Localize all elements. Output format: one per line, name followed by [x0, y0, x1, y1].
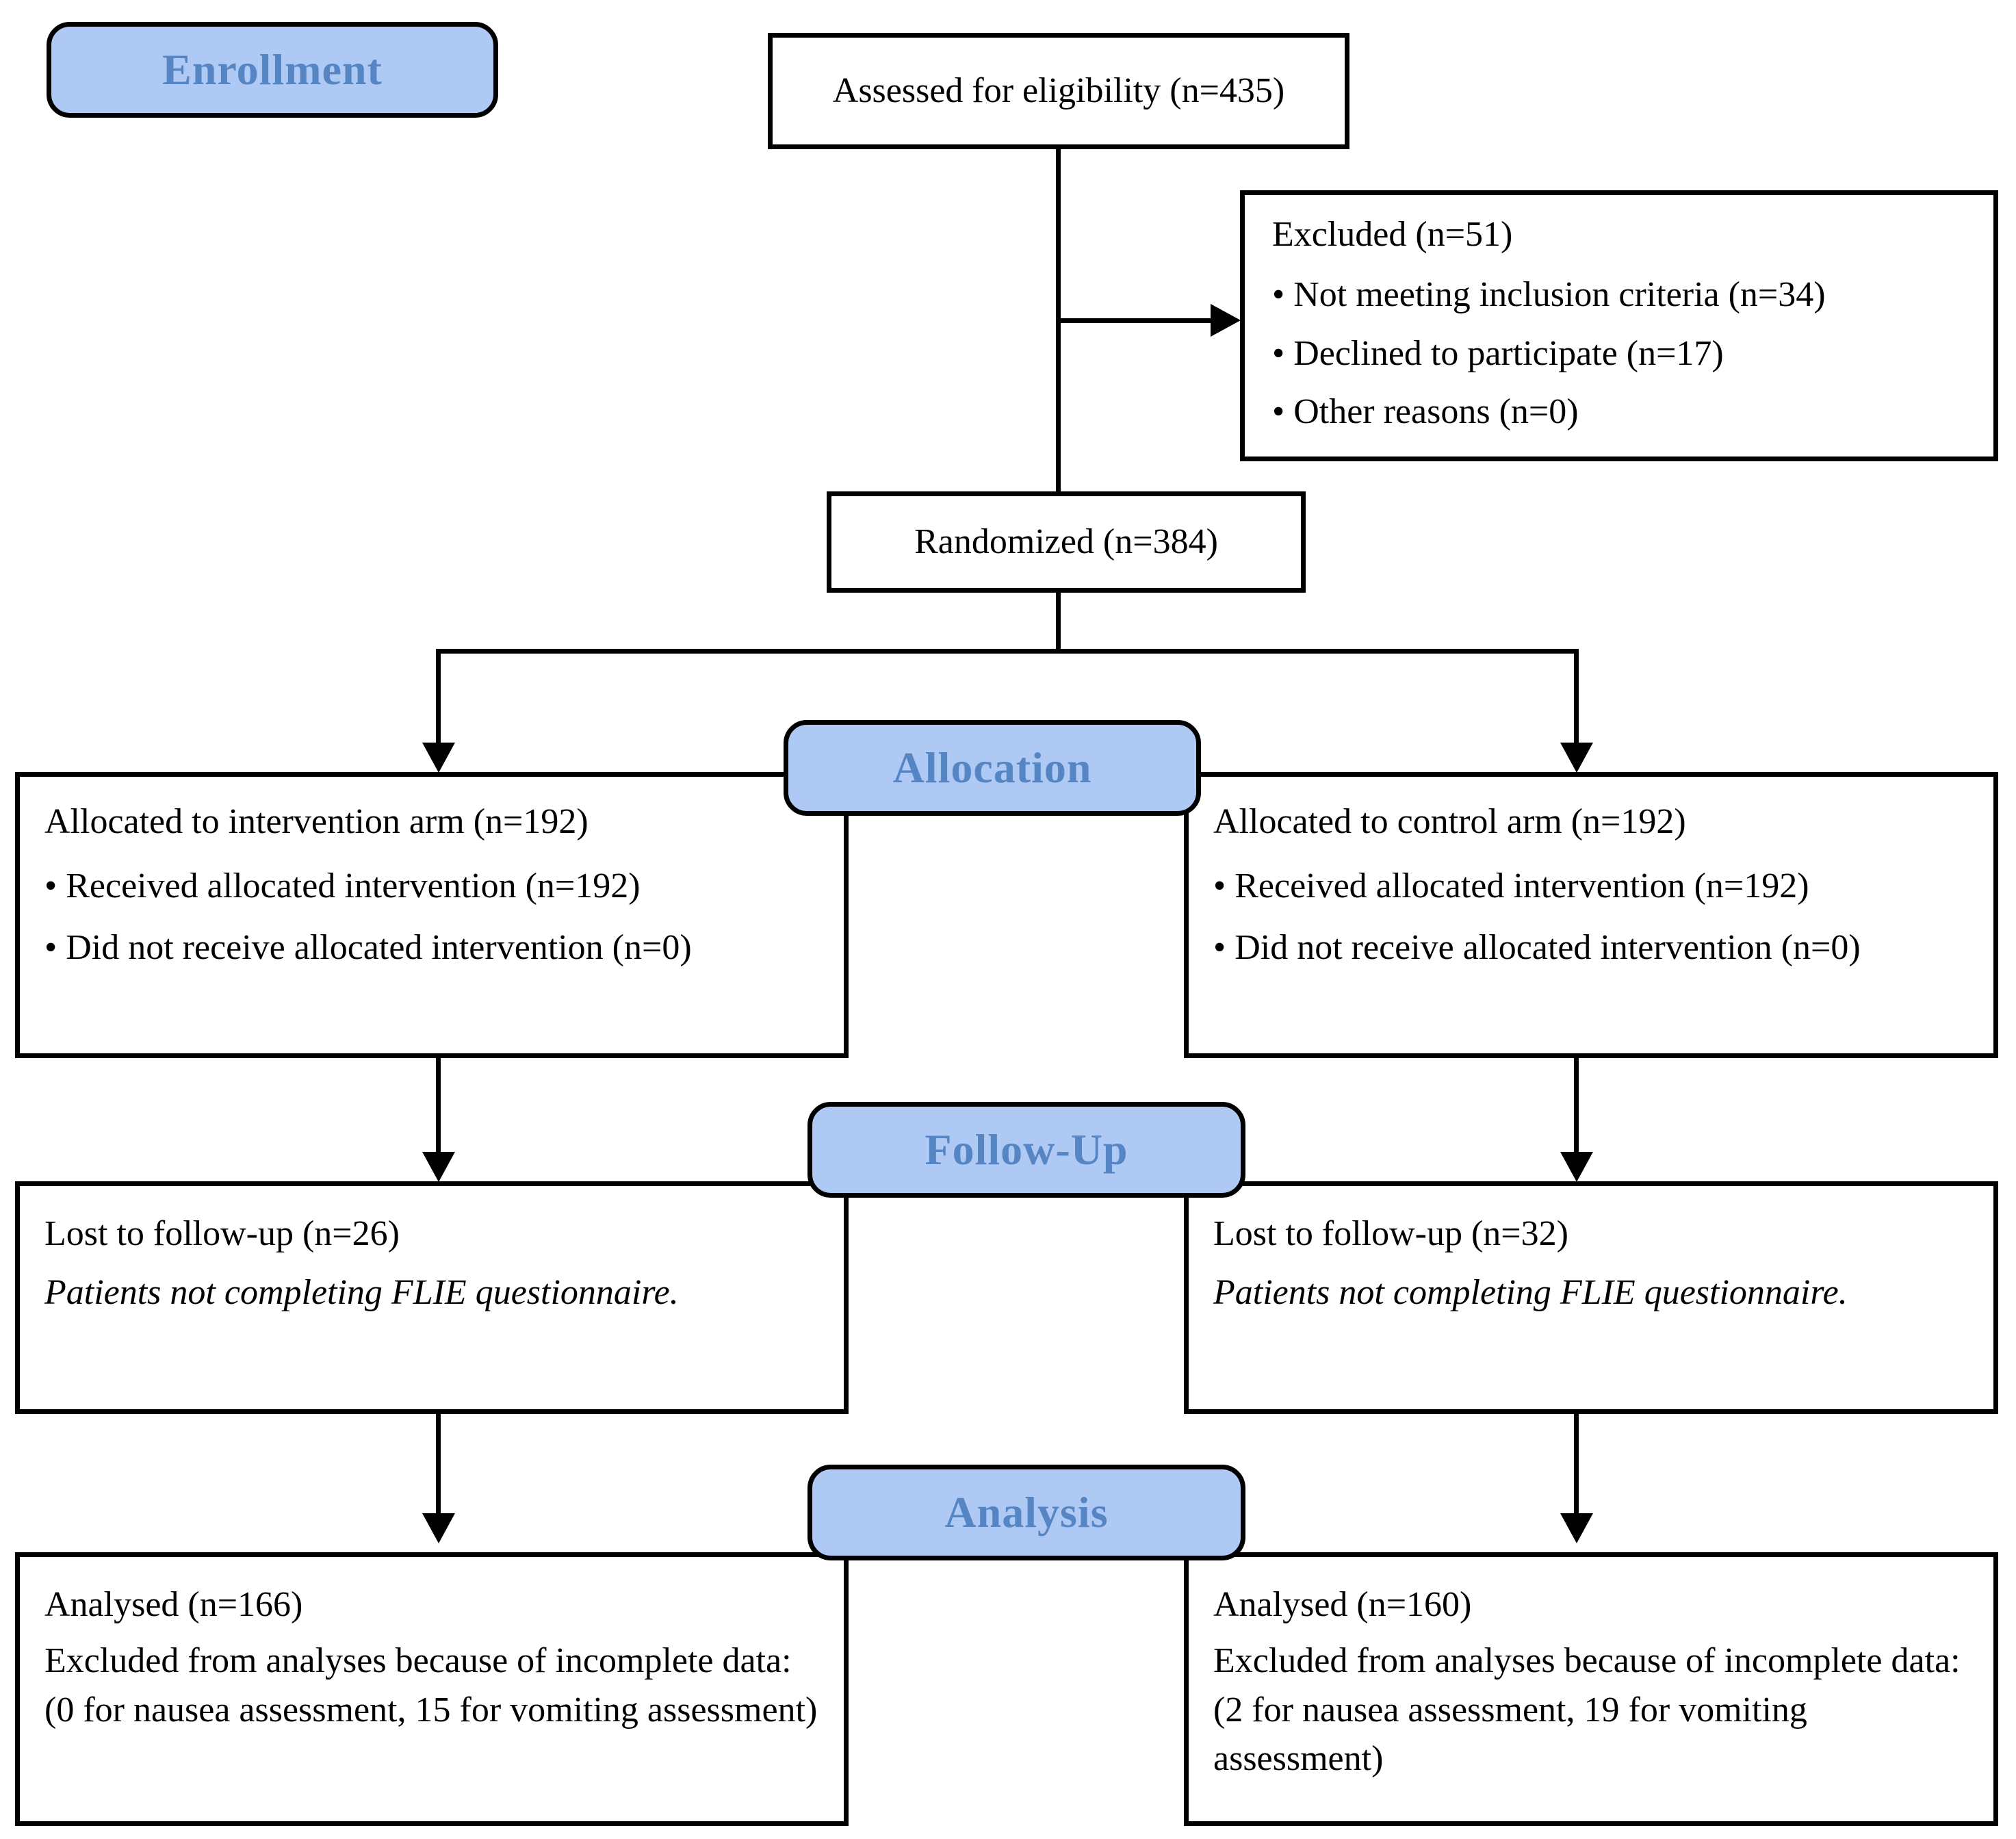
- spine-followup-left-inner: [844, 1198, 849, 1414]
- spine-allocation-right-inner: [1184, 816, 1189, 1058]
- allocation-right-bullets: • Received allocated intervention (n=192…: [1213, 862, 1969, 973]
- connector-split-left-drop: [436, 649, 441, 745]
- allocation-left-bullets: • Received allocated intervention (n=192…: [44, 862, 819, 973]
- allocation-left-bullet: • Received allocated intervention (n=192…: [44, 866, 641, 905]
- allocation-right-bullet: • Received allocated intervention (n=192…: [1213, 866, 1809, 905]
- spine-analysis-left-inner: [844, 1560, 849, 1826]
- followup-left-note: Patients not completing FLIE questionnai…: [44, 1272, 679, 1312]
- stage-chip-followup: Follow-Up: [807, 1102, 1245, 1198]
- stage-chip-allocation: Allocation: [784, 720, 1201, 816]
- connector-randomized-down: [1056, 593, 1061, 649]
- excluded-box: Excluded (n=51) • Not meeting inclusion …: [1240, 190, 1998, 461]
- allocation-left-box: Allocated to intervention arm (n=192) • …: [15, 772, 849, 1058]
- allocation-left-bullet: • Did not receive allocated intervention…: [44, 927, 692, 967]
- stage-chip-analysis: Analysis: [807, 1465, 1245, 1560]
- stage-chip-enrollment: Enrollment: [47, 22, 498, 118]
- excluded-reason-item: • Other reasons (n=0): [1272, 392, 1579, 432]
- followup-left-heading: Lost to follow-up (n=26): [44, 1214, 400, 1253]
- connector-followup-right-to-analysis: [1574, 1414, 1579, 1515]
- stage-label-followup: Follow-Up: [925, 1125, 1128, 1174]
- analysis-left-box: Analysed (n=166) Excluded from analyses …: [15, 1552, 849, 1826]
- connector-allocation-split-bar: [436, 649, 1579, 654]
- arrow-allocation-left: [422, 743, 455, 773]
- followup-right-box: Lost to follow-up (n=32) Patients not co…: [1184, 1181, 1998, 1414]
- stage-label-allocation: Allocation: [892, 743, 1092, 792]
- excluded-heading: Excluded (n=51): [1272, 215, 1513, 254]
- connector-followup-left-to-analysis: [436, 1414, 441, 1515]
- spine-followup-right-inner: [1184, 1198, 1189, 1414]
- followup-left-box: Lost to follow-up (n=26) Patients not co…: [15, 1181, 849, 1414]
- connector-allocation-left-to-followup: [436, 1058, 441, 1154]
- arrow-followup-right: [1560, 1152, 1593, 1182]
- analysis-right-detail: Excluded from analyses because of incomp…: [1213, 1641, 1961, 1779]
- excluded-reason-item: • Not meeting inclusion criteria (n=34): [1272, 274, 1826, 314]
- analysis-right-box: Analysed (n=160) Excluded from analyses …: [1184, 1552, 1998, 1826]
- connector-to-excluded: [1056, 318, 1215, 323]
- spine-analysis-right-inner: [1184, 1560, 1189, 1826]
- allocation-left-heading: Allocated to intervention arm (n=192): [44, 802, 589, 841]
- allocation-right-bullet: • Did not receive allocated intervention…: [1213, 927, 1861, 967]
- analysis-right-heading: Analysed (n=160): [1213, 1585, 1472, 1624]
- connector-allocation-right-to-followup: [1574, 1058, 1579, 1154]
- allocation-right-box: Allocated to control arm (n=192) • Recei…: [1184, 772, 1998, 1058]
- followup-right-note: Patients not completing FLIE questionnai…: [1213, 1272, 1848, 1312]
- arrow-followup-left: [422, 1152, 455, 1182]
- arrow-analysis-right: [1560, 1513, 1593, 1543]
- analysis-left-detail: Excluded from analyses because of incomp…: [44, 1641, 818, 1729]
- randomized-text: Randomized (n=384): [914, 522, 1218, 562]
- assessed-for-eligibility-text: Assessed for eligibility (n=435): [832, 71, 1285, 111]
- randomized-box: Randomized (n=384): [827, 491, 1306, 593]
- excluded-reason-list: • Not meeting inclusion criteria (n=34) …: [1272, 270, 1966, 437]
- followup-right-heading: Lost to follow-up (n=32): [1213, 1214, 1568, 1253]
- excluded-reason-item: • Declined to participate (n=17): [1272, 333, 1724, 373]
- spine-allocation-left-inner: [844, 816, 849, 1058]
- allocation-right-heading: Allocated to control arm (n=192): [1213, 802, 1686, 841]
- connector-split-right-drop: [1574, 649, 1579, 745]
- stage-label-enrollment: Enrollment: [162, 45, 383, 94]
- assessed-for-eligibility-box: Assessed for eligibility (n=435): [768, 33, 1349, 149]
- arrow-analysis-left: [422, 1513, 455, 1543]
- arrow-to-excluded: [1211, 304, 1241, 337]
- arrow-allocation-right: [1560, 743, 1593, 773]
- stage-label-analysis: Analysis: [944, 1488, 1109, 1536]
- analysis-left-heading: Analysed (n=166): [44, 1585, 303, 1624]
